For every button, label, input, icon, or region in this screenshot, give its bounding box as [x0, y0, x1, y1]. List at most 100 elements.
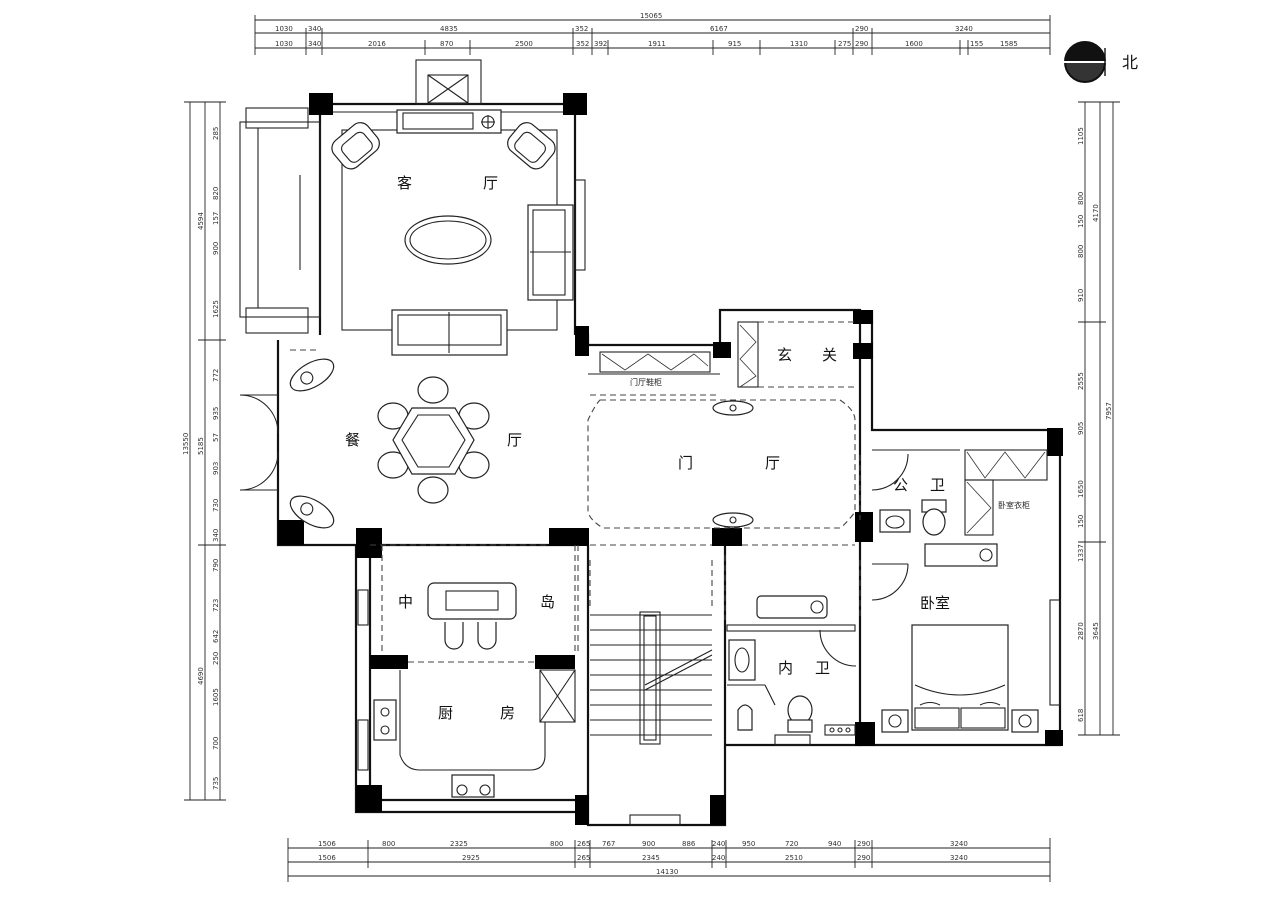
dim-left2-11: 340: [212, 529, 220, 542]
dim-bottom-10: 950: [742, 840, 755, 848]
north-arrow-icon: 北: [1050, 41, 1138, 83]
hall-label-b: 厅: [765, 454, 780, 472]
dim-top2-14: 155: [970, 40, 983, 48]
dim-bottom-14: 3240: [950, 840, 968, 848]
dim-bottom2-7: 290: [857, 854, 870, 862]
dim-top-2: 340: [308, 25, 321, 33]
dim-left2-13: 723: [212, 599, 220, 612]
dim-top2-2: 340: [308, 40, 321, 48]
dim-left2-3: 157: [212, 212, 220, 225]
dim-right-5: 910: [1077, 289, 1085, 302]
dim-top2-5: 2500: [515, 40, 533, 48]
dim-right-6: 2555: [1077, 372, 1085, 390]
dim-top-total: 15065: [640, 12, 662, 20]
dim-left2-7: 935: [212, 407, 220, 420]
dim-bottom2-1: 1506: [318, 854, 336, 862]
dim-bottom-12: 940: [828, 840, 841, 848]
ensuite-label-a: 内: [778, 659, 793, 677]
dim-left2-15: 250: [212, 652, 220, 665]
dim-right-2: 800: [1077, 192, 1085, 205]
dim-left-3: 4690: [197, 667, 205, 685]
dim-top2-11: 275: [838, 40, 851, 48]
dim-right2-1: 4170: [1092, 204, 1100, 222]
bedroom-label: 卧室: [920, 594, 950, 612]
pub-bath-label-b: 卫: [930, 476, 945, 494]
dim-bottom2-3: 265: [577, 854, 590, 862]
dining-label-a: 餐: [345, 431, 360, 449]
dim-right-4: 800: [1077, 245, 1085, 258]
dim-bottom2-8: 3240: [950, 854, 968, 862]
dim-bottom2-6: 2510: [785, 854, 803, 862]
dim-right-9: 150: [1077, 515, 1085, 528]
dim-bottom2-4: 2345: [642, 854, 660, 862]
dim-left2-12: 790: [212, 559, 220, 572]
partitions: [290, 349, 861, 655]
dim-right-11: 2870: [1077, 622, 1085, 640]
dim-right-10: 1337: [1077, 544, 1085, 562]
dim-top-7: 3240: [955, 25, 973, 33]
living-room: 客 厅: [331, 109, 586, 356]
ensuite-label-b: 卫: [815, 659, 830, 677]
dim-bottom-1: 1506: [318, 840, 336, 848]
dim-top2-12: 290: [855, 40, 868, 48]
living-label-a: 客: [397, 174, 412, 192]
dim-top-3: 4835: [440, 25, 458, 33]
dim-left2-10: 730: [212, 499, 220, 512]
dim-bottom-6: 767: [602, 840, 615, 848]
dim-top2-8: 1911: [648, 40, 666, 48]
dim-bottom-5: 265: [577, 840, 590, 848]
foyer-label-b: 关: [822, 346, 837, 364]
columns: [278, 93, 1063, 825]
dim-top2-3: 2016: [368, 40, 386, 48]
dining-label-b: 厅: [507, 431, 522, 449]
dim-top2-10: 1310: [790, 40, 808, 48]
dim-left2-6: 772: [212, 369, 220, 382]
dim-left-total: 13550: [182, 433, 190, 455]
dim-bottom2-5: 240: [712, 854, 725, 862]
dim-bottom-2: 800: [382, 840, 395, 848]
dim-right-12: 618: [1077, 709, 1085, 722]
island-label-b: 岛: [540, 593, 555, 611]
hall: 门 厅: [587, 399, 856, 529]
dim-left2-5: 1625: [212, 300, 220, 318]
ensuite-bathroom: 内 卫: [726, 595, 857, 746]
dim-bottom-8: 886: [682, 840, 696, 848]
living-label-b: 厅: [483, 174, 498, 192]
dim-right-7: 905: [1077, 422, 1085, 435]
dimension-lines: 15065 1030 340 4835 352 6167 290 3240 10…: [182, 12, 1120, 882]
dim-right-1: 1105: [1077, 127, 1085, 145]
dim-left2-8: 57: [212, 433, 220, 442]
dim-left2-1: 285: [212, 127, 220, 140]
dim-right-8: 1650: [1077, 480, 1085, 498]
dim-bottom-total: 14130: [656, 868, 678, 876]
dim-top2-1: 1030: [275, 40, 293, 48]
closet-label: 卧室衣柜: [998, 500, 1030, 510]
kitchen-label-b: 房: [500, 704, 515, 722]
dim-bottom-13: 290: [857, 840, 870, 848]
staircase: [589, 560, 713, 826]
bedroom: 卧室: [871, 543, 1061, 733]
dim-right-3: 150: [1077, 215, 1085, 228]
island-label-a: 中: [398, 593, 413, 611]
dim-bottom-7: 900: [642, 840, 655, 848]
dim-top-6: 290: [855, 25, 868, 33]
dim-top2-9: 915: [728, 40, 741, 48]
public-bathroom: 卧室衣柜 公 卫: [871, 449, 1048, 536]
hall-label-a: 门: [678, 454, 693, 472]
kitchen: 厨 房: [357, 669, 576, 798]
dim-left2-14: 642: [212, 630, 220, 643]
dim-bottom-3: 2325: [450, 840, 468, 848]
dim-top-1: 1030: [275, 25, 293, 33]
dim-bottom-11: 720: [785, 840, 798, 848]
dim-top2-6: 352: [576, 40, 589, 48]
island: 中 岛: [357, 545, 576, 663]
dim-left2-9: 903: [212, 462, 220, 475]
dim-top-5: 6167: [710, 25, 728, 33]
north-label: 北: [1122, 53, 1138, 72]
dim-bottom-9: 240: [712, 840, 725, 848]
dim-top2-7: 392: [594, 40, 607, 48]
foyer-label-a: 玄: [777, 346, 792, 364]
dim-right-total: 7957: [1105, 402, 1113, 420]
dim-top-4: 352: [575, 25, 588, 33]
